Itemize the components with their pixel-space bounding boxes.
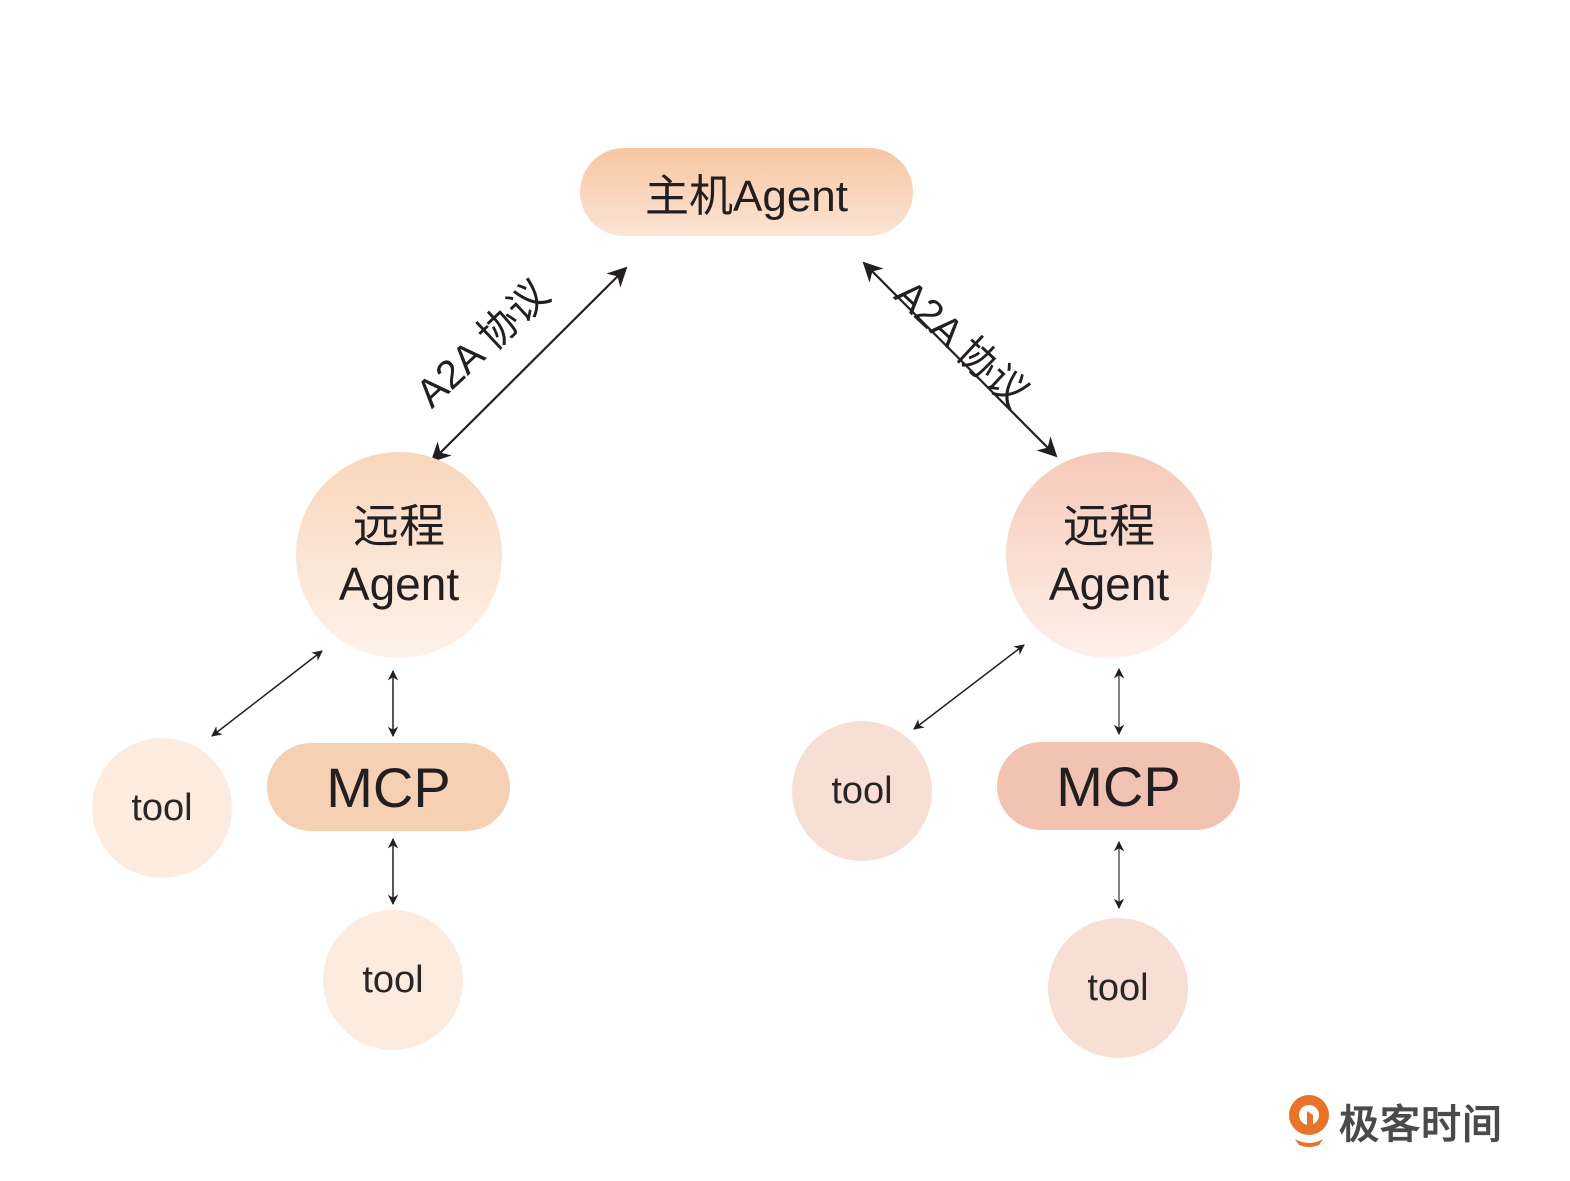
geektime-logo-icon <box>1289 1095 1329 1147</box>
remote-agent-line2: Agent <box>1048 558 1170 610</box>
edge-left-agent-to-tool <box>211 650 323 737</box>
geektime-watermark: 极客时间 <box>1285 1092 1503 1150</box>
watermark-text: 极客时间 <box>1339 1103 1503 1147</box>
host-agent-node: 主机Agent <box>580 148 913 236</box>
tool-node-right-agent: tool <box>792 721 932 861</box>
remote-agent-line1: 远程 <box>353 500 445 552</box>
mcp-label: MCP <box>326 755 451 819</box>
tool-node-right-mcp: tool <box>1048 918 1188 1058</box>
tool-label: tool <box>362 958 424 1001</box>
mcp-node-right: MCP <box>997 742 1240 830</box>
tool-label: tool <box>131 786 193 829</box>
edge-right-agent-to-tool <box>913 644 1025 730</box>
remote-agent-node-right: 远程 Agent <box>1006 452 1212 658</box>
edge-host-to-right-agent <box>862 261 1058 458</box>
edge-host-to-left-agent <box>430 266 628 463</box>
tool-label: tool <box>1087 966 1149 1009</box>
tool-node-left-mcp: tool <box>323 910 463 1050</box>
host-agent-label: 主机Agent <box>645 172 848 221</box>
tool-node-left-agent: tool <box>92 738 232 878</box>
mcp-node-left: MCP <box>267 743 510 831</box>
mcp-label: MCP <box>1056 754 1181 818</box>
tool-label: tool <box>831 769 893 812</box>
remote-agent-line2: Agent <box>338 558 460 610</box>
remote-agent-node-left: 远程 Agent <box>296 452 502 658</box>
remote-agent-line1: 远程 <box>1063 500 1155 552</box>
